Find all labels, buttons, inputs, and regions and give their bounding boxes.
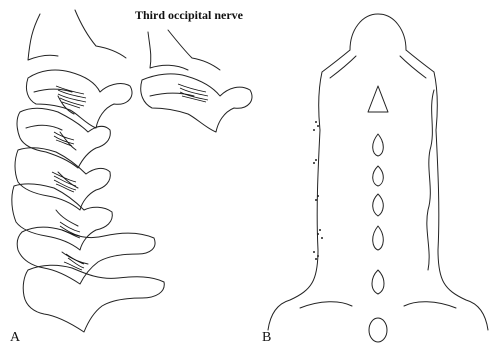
spinous-process-t1 bbox=[369, 318, 387, 342]
isolated-c2-drawing bbox=[141, 30, 252, 132]
panel-a-label: A bbox=[10, 330, 20, 346]
panel-b-posterior-drawing bbox=[268, 14, 488, 342]
spinous-process-c3 bbox=[373, 134, 384, 156]
panel-a-cervical-spine-drawing bbox=[12, 10, 164, 332]
spinous-process-c6 bbox=[373, 226, 384, 250]
panel-b-label: B bbox=[262, 330, 271, 346]
spinous-process-c5 bbox=[373, 194, 384, 216]
nerve-hatching-a bbox=[52, 86, 86, 270]
spinous-process-c4 bbox=[373, 166, 384, 186]
spinous-process-c2 bbox=[368, 86, 388, 112]
nerve-hatching-isolated bbox=[178, 84, 208, 102]
spinous-process-c7 bbox=[372, 270, 384, 294]
